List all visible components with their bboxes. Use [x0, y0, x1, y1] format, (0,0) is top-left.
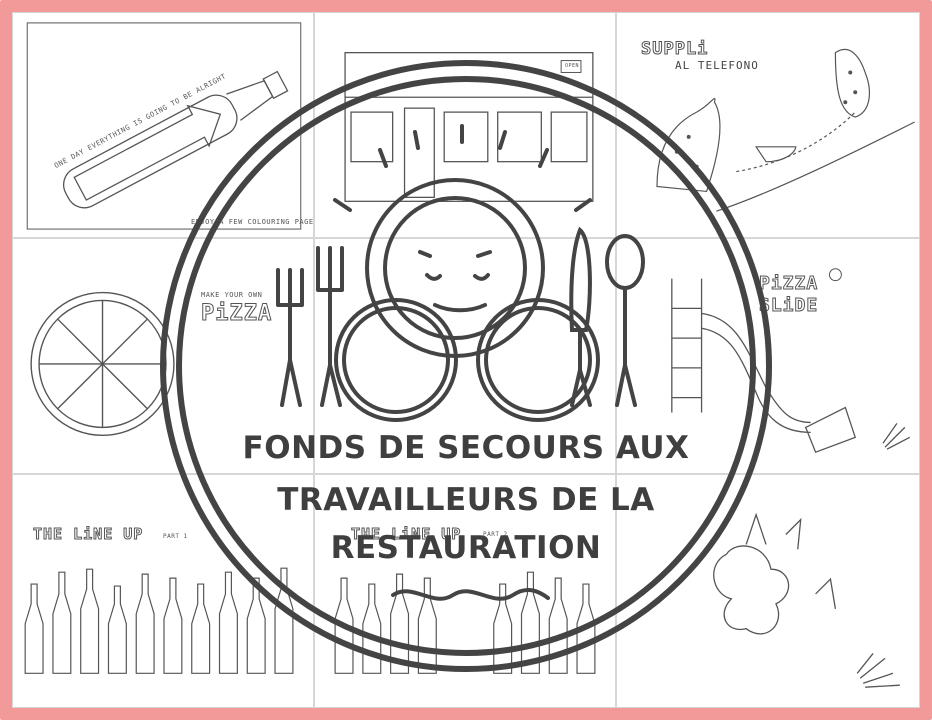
shop-sign: OPEN [565, 63, 580, 69]
slide-title-2: SLiDE [758, 295, 819, 317]
lineup-1-part: PART 1 [163, 533, 188, 540]
panel-lineup-2: THE LiNE UP PART 2 [314, 474, 616, 708]
pizza-big-title: PiZZA [200, 301, 273, 327]
panel-shop: OPEN [314, 12, 616, 238]
abstract-doodle-drawing [713, 512, 900, 688]
panel-pizza: MAKE YOUR OWN PiZZA [12, 238, 314, 474]
lineup-2-part: PART 2 [483, 531, 508, 538]
colouring-pages-grid: ONE DAY EVERYTHING IS GOING TO BE ALRIGH… [12, 12, 920, 708]
suppli-subtitle: AL TELEFONO [675, 59, 759, 72]
panel-doodle [616, 474, 920, 708]
bottle-caption: ENJOY A FEW COLOURING PAGES [191, 218, 314, 226]
pizza-small-title: MAKE YOUR OWN [201, 291, 263, 299]
shop-front-drawing [344, 52, 594, 202]
pizza-drawing [30, 291, 175, 437]
panel-center [314, 238, 616, 474]
wine-bottles-drawing-1 [24, 567, 294, 674]
panel-suppli: SUPPLi AL TELEFONO [616, 12, 920, 238]
lineup-2-title: THE LiNE UP [350, 525, 462, 544]
message-bottle-drawing [26, 22, 302, 230]
panel-bottle: ONE DAY EVERYTHING IS GOING TO BE ALRIGH… [12, 12, 314, 238]
lineup-1-title: THE LiNE UP [32, 525, 144, 544]
slide-title-1: PiZZA [758, 273, 819, 295]
panel-lineup-1: THE LiNE UP PART 1 [12, 474, 314, 708]
wine-bottles-drawing-2 [334, 571, 596, 674]
panel-slide: PiZZA SLiDE [616, 238, 920, 474]
suppli-title: SUPPLi [640, 39, 709, 60]
